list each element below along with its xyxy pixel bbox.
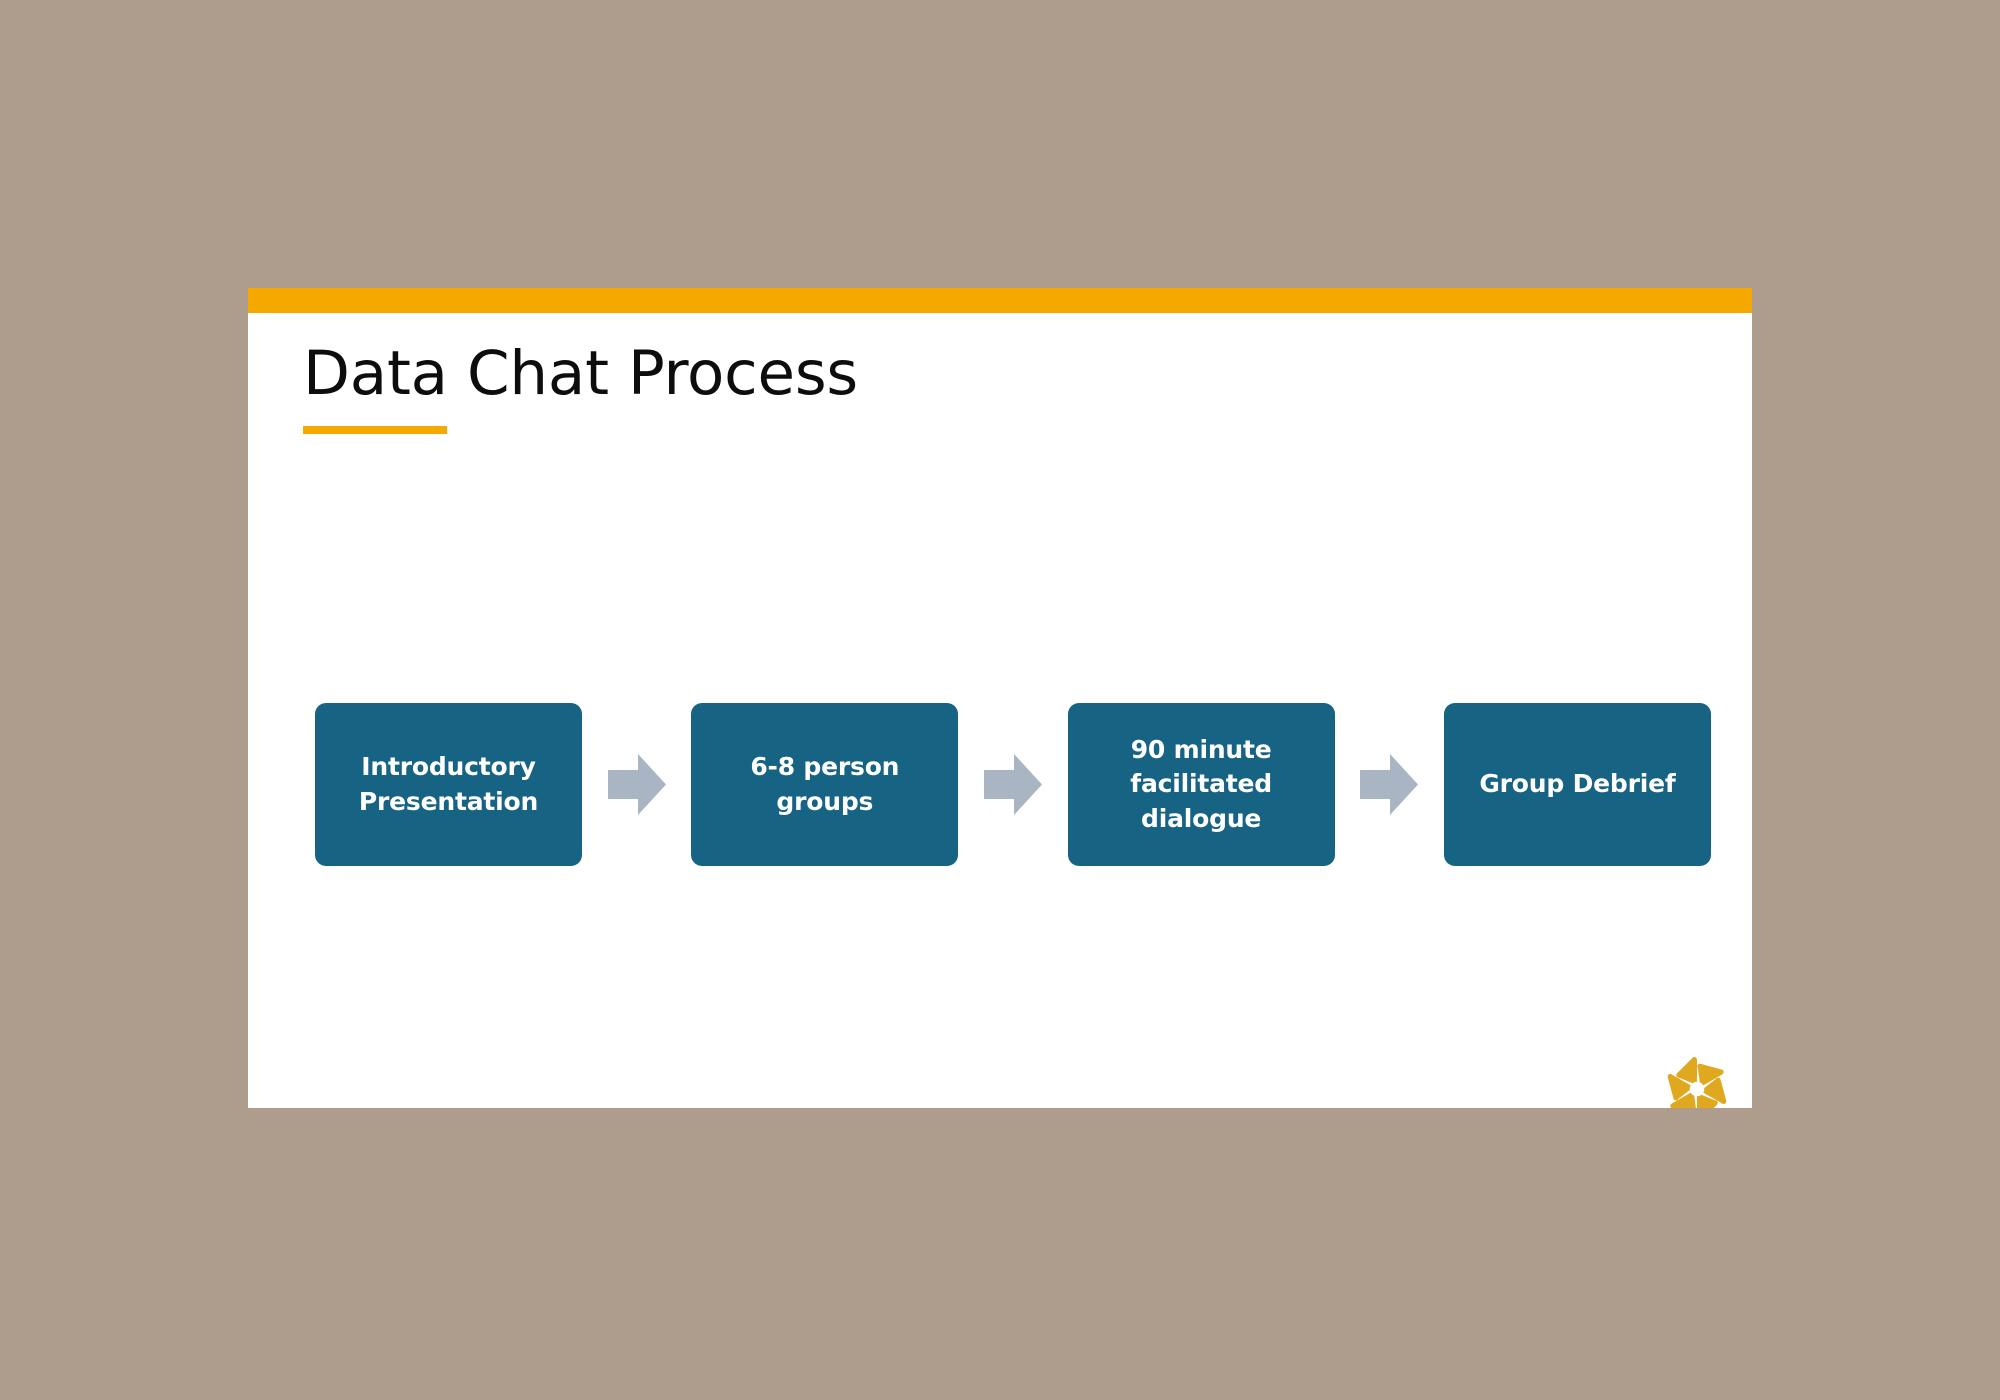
process-step-4[interactable]: Group Debrief [1443, 703, 1711, 866]
orange-accent-bar [248, 288, 1752, 313]
flow-arrow-1 [607, 754, 666, 815]
presentation-slide: Data Chat Process Introductory Presentat… [248, 288, 1752, 1108]
process-step-1[interactable]: Introductory Presentation [315, 703, 582, 866]
process-step-2[interactable]: 6-8 person groups [691, 703, 959, 866]
flow-arrow-3 [1360, 754, 1419, 815]
process-flow-diagram: Introductory Presentation 6-8 person gro… [315, 703, 1711, 866]
title-block: Data Chat Process [303, 338, 1503, 435]
pinwheel-logo-icon [1667, 1057, 1727, 1108]
process-step-3[interactable]: 90 minute facilitated dialogue [1067, 703, 1335, 866]
page-title: Data Chat Process [303, 338, 858, 409]
title-underline-rule [303, 426, 447, 435]
process-step-2-label: 6-8 person groups [750, 752, 900, 816]
process-step-1-label: Introductory Presentation [358, 752, 539, 816]
process-step-3-label: 90 minute facilitated dialogue [1130, 734, 1272, 833]
flow-arrow-2 [983, 754, 1042, 815]
process-step-4-label: Group Debrief [1479, 769, 1676, 799]
